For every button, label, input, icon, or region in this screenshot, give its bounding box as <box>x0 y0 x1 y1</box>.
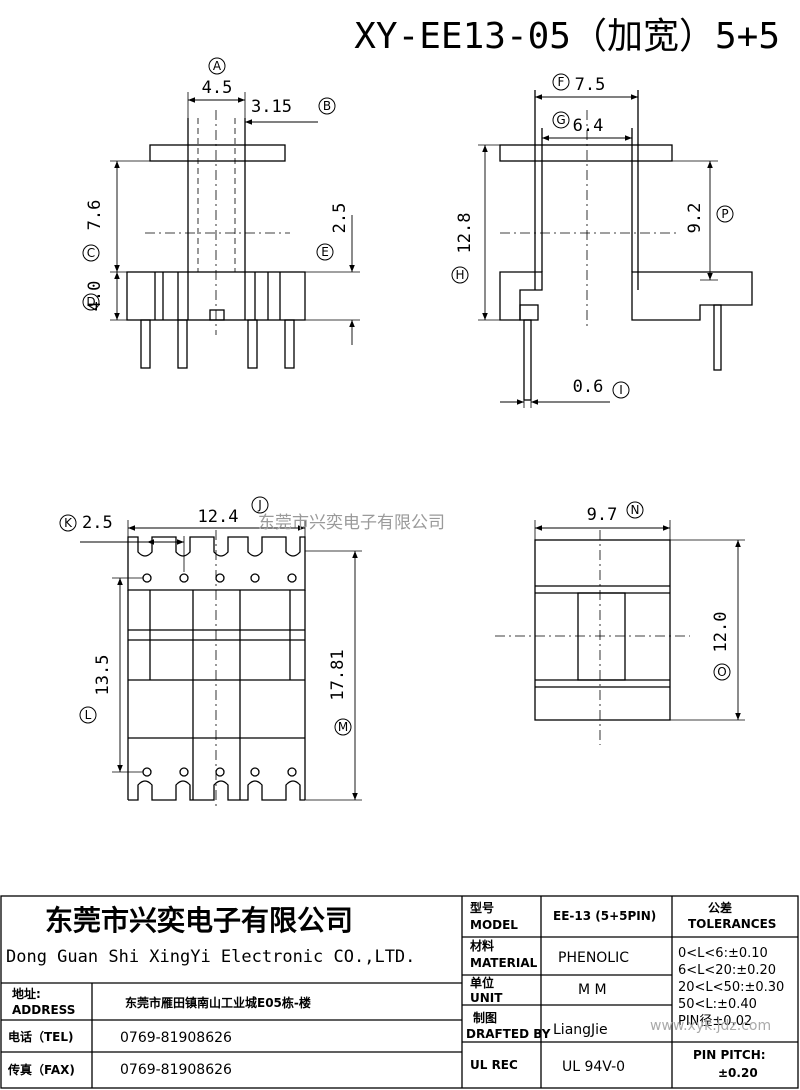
ref-i: I <box>619 383 623 397</box>
dim-d-value: 4.0 <box>85 281 105 312</box>
ref-o: O <box>717 665 726 679</box>
front-view-dims: 4.5 3.15 7.6 4.0 2.5 <box>85 78 350 311</box>
ref-g: G <box>556 113 565 127</box>
title-block: 东莞市兴奕电子有限公司 Dong Guan Shi XingYi Electro… <box>6 900 784 1080</box>
ref-n: N <box>631 503 640 517</box>
dim-o-value: 12.0 <box>711 612 731 653</box>
top-view-dims: 9.7 12.0 <box>587 505 731 652</box>
tel-label: 电话（TEL) <box>8 1029 74 1044</box>
ref-h: H <box>455 268 464 282</box>
model-label-en: MODEL <box>470 918 518 932</box>
dim-k-value: 2.5 <box>82 513 113 533</box>
ulrec-value: UL 94V-0 <box>562 1059 625 1075</box>
tolerance-label-en: TOLERANCES <box>688 917 776 931</box>
drawing-title: XY-EE13-05（加宽）5+5 <box>354 16 780 57</box>
dim-g-value: 6.4 <box>573 116 604 136</box>
dim-c-value: 7.6 <box>85 200 105 231</box>
front-view <box>110 92 360 369</box>
side-view <box>478 90 753 408</box>
tolerance-label-cn: 公差 <box>708 900 732 915</box>
material-label-en: MATERIAL <box>470 956 538 970</box>
title-block-lines <box>0 895 799 1089</box>
drafted-value: LiangJie <box>553 1022 608 1038</box>
reference-letters <box>59 57 734 736</box>
dim-n-value: 9.7 <box>587 505 618 525</box>
unit-value: M M <box>578 982 607 998</box>
dim-a-value: 4.5 <box>202 78 233 98</box>
dim-f-value: 7.5 <box>575 75 606 95</box>
ref-b: B <box>323 99 331 113</box>
address-value: 东莞市雁田镇南山工业城E05栋-楼 <box>125 995 311 1010</box>
company-name-cn: 东莞市兴奕电子有限公司 <box>45 904 353 937</box>
unit-label-cn: 单位 <box>470 975 494 990</box>
pin-pitch-value: ±0.20 <box>718 1066 758 1080</box>
ref-d: D <box>86 295 95 309</box>
ref-c: C <box>87 246 95 260</box>
bottom-view <box>80 520 362 810</box>
dim-j-value: 12.4 <box>198 507 239 527</box>
dim-e-value: 2.5 <box>330 203 350 234</box>
address-label-cn: 地址: <box>12 986 41 1001</box>
ref-f: F <box>558 75 565 89</box>
tolerance-line: 6<L<20:±0.20 <box>678 963 776 978</box>
bottom-view-dims: 2.5 12.4 13.5 17.81 <box>82 507 348 701</box>
dim-l-value: 13.5 <box>93 655 113 696</box>
tolerance-line: 20<L<50:±0.30 <box>678 980 784 995</box>
ref-p: P <box>721 207 728 221</box>
reference-letter-text: A B C D E F G H P I K J L M N O <box>64 59 729 734</box>
ref-k: K <box>64 516 73 530</box>
drafted-label-en: DRAFTED BY <box>466 1027 551 1041</box>
ref-j: J <box>257 498 262 512</box>
model-label-cn: 型号 <box>470 900 494 915</box>
dim-p-value: 9.2 <box>685 203 705 234</box>
material-value: PHENOLIC <box>558 950 629 966</box>
tel-value: 0769-81908626 <box>120 1030 232 1046</box>
address-label-en: ADDRESS <box>12 1003 75 1017</box>
top-view <box>495 520 745 745</box>
drafted-label-cn: 制图 <box>473 1010 497 1025</box>
model-value: EE-13 (5+5PIN) <box>553 909 656 923</box>
watermark-url: www.xyk.jdz.com <box>650 1018 771 1034</box>
ref-m: M <box>338 720 348 734</box>
dim-h-value: 12.8 <box>455 213 475 254</box>
ulrec-label: UL REC <box>470 1058 518 1072</box>
tolerance-line: 50<L:±0.40 <box>678 997 757 1012</box>
fax-value: 0769-81908626 <box>120 1062 232 1078</box>
fax-label: 传真（FAX) <box>7 1062 75 1077</box>
ref-e: E <box>321 245 329 259</box>
material-label-cn: 材料 <box>469 938 494 953</box>
ref-l: L <box>85 708 92 722</box>
ref-a: A <box>213 59 222 73</box>
tolerance-line: PIN径±0.02 <box>678 1014 752 1029</box>
dim-m-value: 17.81 <box>328 649 348 700</box>
side-view-dims: 7.5 6.4 12.8 9.2 0.6 <box>455 75 705 397</box>
tolerance-line: 0<L<6:±0.10 <box>678 946 768 961</box>
pin-pitch-label: PIN PITCH: <box>693 1048 766 1062</box>
watermark: 东莞市兴奕电子有限公司 <box>258 513 445 533</box>
dim-b-value: 3.15 <box>251 97 292 117</box>
unit-label-en: UNIT <box>470 991 503 1005</box>
company-name-en: Dong Guan Shi XingYi Electronic CO.,LTD. <box>6 947 415 967</box>
dim-i-value: 0.6 <box>573 377 604 397</box>
